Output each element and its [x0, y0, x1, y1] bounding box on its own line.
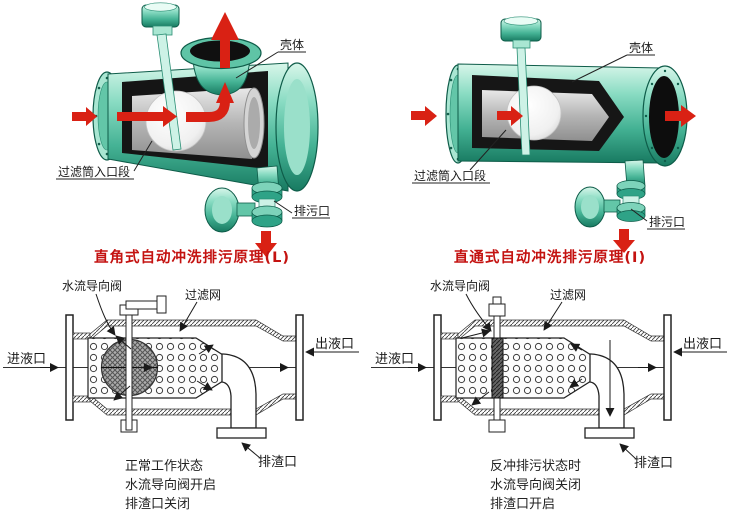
label-diverter-valve: 水流导向阀: [62, 278, 122, 293]
status-line-2: 水流导向阀开启: [125, 477, 216, 493]
flow-arrow: [461, 328, 491, 339]
stem-nut: [488, 303, 506, 317]
label-drain-outlet: 排污口: [294, 204, 330, 218]
flow-arrow: [113, 385, 131, 401]
caption-straight: 直通式自动冲洗排污原理(I): [454, 248, 646, 266]
top-out-arrow: [211, 12, 239, 68]
valve-stem: [516, 47, 531, 156]
outlet-opening: [649, 76, 679, 158]
label-liquid-inlet: 进液口: [375, 352, 414, 367]
flow-arrow: [570, 343, 583, 352]
flow-arrow: [569, 378, 583, 388]
label-liquid-inlet: 进液口: [7, 352, 46, 367]
flow-arrow: [115, 335, 132, 350]
drain-valve-assembly: [574, 180, 646, 228]
label-inlet-section: 过滤筒入口段: [414, 168, 486, 183]
main-flow-arrow: [117, 106, 177, 127]
mid-flow-arrow: [497, 106, 523, 126]
label-slag-outlet: 排渣口: [258, 455, 297, 470]
label-inlet-section: 过滤筒入口段: [58, 164, 130, 179]
outlet-flow-arrow: [665, 105, 696, 127]
flow-arrow: [196, 380, 213, 391]
label-slag-outlet: 排渣口: [634, 456, 673, 471]
diagram-3d-right-angle: 壳体 过滤筒入口段 排污口 直角式自动冲洗排污原理(L): [56, 2, 330, 266]
schematic-backflush-state: 水流导向阀 过滤网 进液口 出液口 排渣口 反冲排污状态时 水流导向阀关闭 排渣…: [371, 278, 727, 512]
status-line-1: 反冲排污状态时: [490, 459, 581, 474]
inlet-flow-arrow: [411, 106, 437, 126]
label-shell: 壳体: [280, 38, 304, 52]
diagram-3d-straight: 壳体 过滤筒入口段 排污口 直通式自动冲洗排污原理(I): [411, 16, 696, 266]
caption-right-angle: 直角式自动冲洗排污原理(L): [94, 248, 290, 266]
label-liquid-outlet: 出液口: [315, 337, 354, 352]
diverter-disc-closed: [491, 337, 504, 399]
label-shell: 壳体: [629, 41, 653, 55]
flow-arrow: [471, 391, 490, 406]
status-line-3: 排渣口开启: [490, 497, 555, 512]
vessel-outline: [371, 315, 727, 438]
label-liquid-outlet: 出液口: [683, 337, 722, 352]
label-filter-mesh: 过滤网: [185, 288, 221, 302]
status-line-3: 排渣口关闭: [125, 497, 190, 512]
status-line-2: 水流导向阀关闭: [490, 477, 581, 493]
vessel-outline: [3, 315, 359, 438]
label-filter-mesh: 过滤网: [550, 288, 586, 302]
inlet-flow-arrow: [72, 107, 97, 126]
valve-stem: [125, 304, 133, 431]
drain-valve-assembly: [204, 181, 283, 233]
label-diverter-valve: 水流导向阀: [430, 278, 490, 293]
flow-arrow: [198, 344, 214, 355]
elbow-flow-arrow: [186, 100, 230, 122]
drain-flow-arrow: [613, 229, 635, 253]
label-drain-outlet: 排污口: [649, 215, 685, 229]
status-line-1: 正常工作状态: [125, 459, 203, 474]
drain-flow-arrow: [255, 231, 277, 257]
schematic-normal-state: 水流导向阀 过滤网 进液口 出液口 排渣口 正常工作状态 水流导向阀开启 排渣口…: [3, 278, 359, 512]
